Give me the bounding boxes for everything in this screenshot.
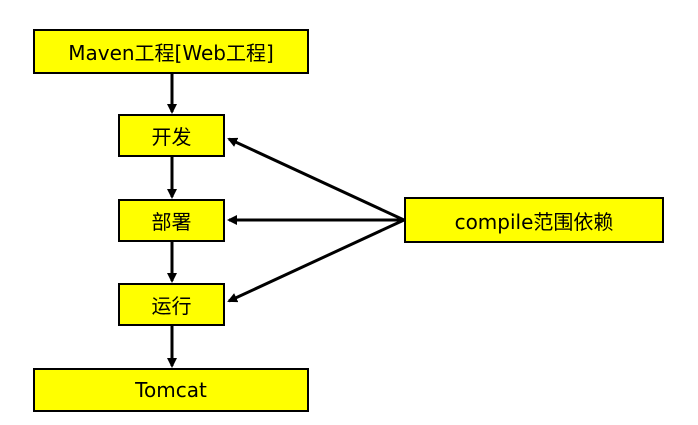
compile-scope-dependency-label: compile范围依赖 [454,209,614,234]
tomcat-label: Tomcat [135,378,207,402]
tomcat-box: Tomcat [33,368,309,412]
develop-box: 开发 [118,114,225,157]
arrow-compile-to-run [227,218,405,303]
compile-scope-dependency-box: compile范围依赖 [404,197,664,243]
arrow-compile-to-dev [227,137,405,222]
maven-project-label: Maven工程[Web工程] [68,41,274,65]
run-label: 运行 [151,294,192,318]
maven-project-box: Maven工程[Web工程] [33,29,309,74]
deploy-box: 部署 [118,199,225,242]
run-box: 运行 [118,283,225,326]
deploy-label: 部署 [151,210,192,234]
develop-label: 开发 [151,125,192,149]
